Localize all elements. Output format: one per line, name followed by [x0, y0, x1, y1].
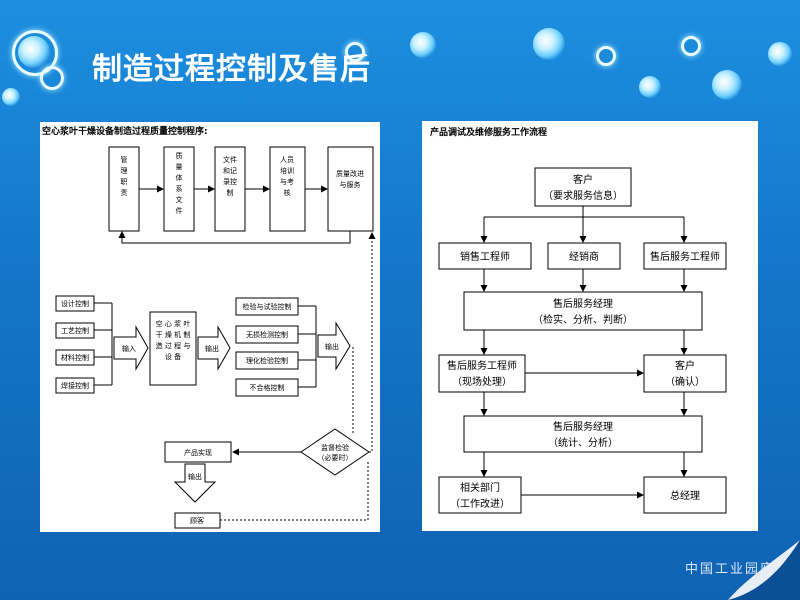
top-label-document-control: 文件和记录控制 — [223, 155, 237, 197]
bubble — [18, 36, 50, 68]
check-label-3: 不合格控制 — [250, 383, 285, 392]
department-sub-label: （工作改进） — [450, 497, 510, 510]
input-label-1: 工艺控制 — [61, 326, 89, 335]
top-box-training — [269, 146, 306, 232]
confirm-customer-sub-label: （确认） — [665, 375, 705, 388]
input-arrow-label: 输入 — [122, 344, 136, 353]
bubble-ring — [40, 66, 64, 90]
bubble — [712, 70, 742, 100]
bubble-ring — [12, 30, 58, 76]
left-panel-title: 空心浆叶干燥设备制造过程质量控制程序: — [42, 127, 208, 137]
check-label-1: 无损检测控制 — [246, 330, 288, 339]
left-flowchart: 管理职责 质量体系文件 文件和记录控制 人员培训与考核 质量改进与服务 设计控制… — [55, 146, 376, 529]
right-panel-service-flowchart: 产品调试及维修服务工作流程 — [422, 121, 758, 531]
manager-2-sub-label: （统计、分析） — [548, 436, 618, 449]
general-manager-label: 总经理 — [670, 489, 700, 502]
output-arrow-2-label: 输出 — [325, 342, 339, 351]
bubble — [533, 28, 565, 60]
right-flowchart: 客户 （要求服务信息） 销售工程师 经销商 售后服务工程师 售后服务经理 （检实… — [438, 167, 727, 514]
confirm-customer-label: 客户 — [675, 359, 695, 372]
check-label-2: 理化检验控制 — [246, 356, 288, 365]
input-label-0: 设计控制 — [61, 299, 89, 308]
bubble-ring — [681, 36, 701, 56]
check-label-0: 检验与试验控制 — [243, 302, 292, 311]
bubble-ring — [596, 46, 616, 66]
top-label-management: 管理职责 — [121, 155, 128, 197]
top-box-improvement — [327, 146, 374, 232]
bubble — [639, 76, 661, 98]
service-engineer-label: 售后服务工程师 — [650, 250, 720, 263]
output-arrow-3-label: 输出 — [188, 472, 202, 481]
output-arrow-1-label: 输出 — [205, 344, 219, 353]
manager-1-sub-label: （检实、分析、判断） — [533, 313, 633, 326]
sales-engineer-label: 销售工程师 — [460, 250, 510, 263]
right-panel-title: 产品调试及维修服务工作流程 — [430, 128, 548, 138]
onsite-engineer-sub-label: （现场处理） — [452, 375, 512, 388]
bubble — [768, 42, 792, 66]
product-label: 产品实现 — [184, 448, 212, 457]
top-label-quality-docs: 质量体系文件 — [176, 151, 183, 215]
bubble — [2, 88, 20, 106]
onsite-engineer-label: 售后服务工程师 — [447, 359, 517, 372]
department-label: 相关部门 — [460, 481, 500, 494]
slide-title: 制造过程控制及售后 — [92, 52, 371, 87]
dealer-label: 经销商 — [569, 250, 599, 263]
input-label-2: 材料控制 — [61, 353, 89, 362]
customer-sub-label: （要求服务信息） — [543, 189, 623, 202]
delivery-label: 顾客 — [190, 516, 204, 525]
manager-1-label: 售后服务经理 — [553, 297, 613, 310]
bubble — [410, 32, 436, 58]
top-box-document-control — [214, 146, 246, 232]
manager-2-label: 售后服务经理 — [553, 420, 613, 433]
page-curl-decoration — [728, 540, 800, 600]
supervision-label: 监督检验（必要时） — [318, 443, 353, 462]
input-label-3: 焊接控制 — [61, 381, 89, 390]
customer-label: 客户 — [573, 173, 593, 186]
top-box-quality-docs — [163, 146, 195, 232]
top-label-training: 人员培训与考核 — [280, 156, 294, 197]
left-panel-quality-control-flowchart: 空心浆叶干燥设备制造过程质量控制程序: — [40, 122, 380, 532]
bubble-ring — [345, 42, 365, 62]
center-box-label: 空 心 浆 叶干 燥 机 制造 过 程 与设 备 — [156, 319, 191, 361]
top-label-improvement: 质量改进与服务 — [336, 169, 364, 189]
